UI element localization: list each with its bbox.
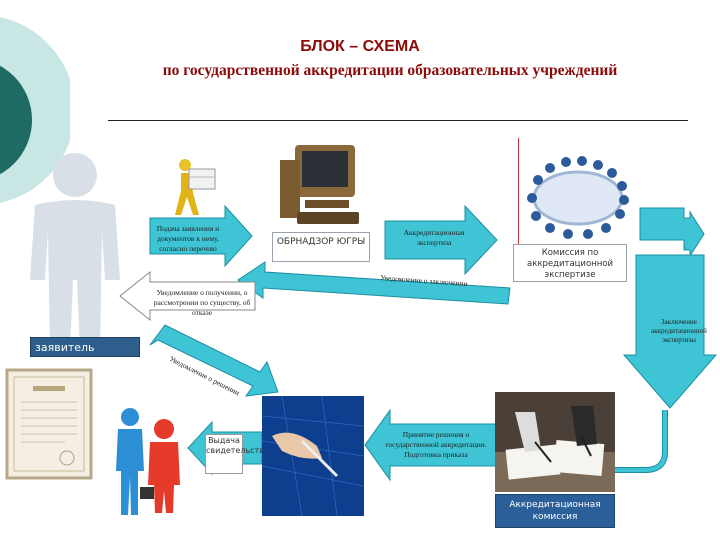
pen-hand-icon xyxy=(262,396,364,516)
submission-label: Подача заявления и документов к нему, со… xyxy=(152,224,224,254)
issuance-box: Выдача свидетельства xyxy=(205,434,243,474)
commission-to-conclusion-arrow xyxy=(640,208,704,256)
commission-expertise-box: Комиссия по аккредитационной экспертизе xyxy=(513,244,627,282)
curve-to-commission-arrow xyxy=(612,410,665,470)
commission-expertise-label: Комиссия по аккредитационной экспертизе xyxy=(527,248,613,280)
regulator-box: ОБРНАДЗОР ЮГРЫ xyxy=(272,232,370,262)
notify-receipt-label: Уведомление о получении, о рассмотрении … xyxy=(148,288,256,318)
decision-label: Принятие решения о государственной аккре… xyxy=(383,430,489,460)
regulator-label: ОБРНАДЗОР ЮГРЫ xyxy=(277,237,365,247)
accreditation-commission-box: Аккредитационная комиссия xyxy=(495,494,615,528)
applicant-box: заявитель xyxy=(30,337,140,357)
two-people-icon xyxy=(110,405,192,517)
certificate-icon xyxy=(5,368,93,480)
signing-documents-icon xyxy=(495,392,615,492)
expertise-label: Аккредитационная экспертиза xyxy=(398,228,470,248)
accreditation-commission-label: Аккредитационная комиссия xyxy=(509,500,600,522)
conclusion-label: Заключение аккредитационной экспертизы xyxy=(640,318,718,345)
